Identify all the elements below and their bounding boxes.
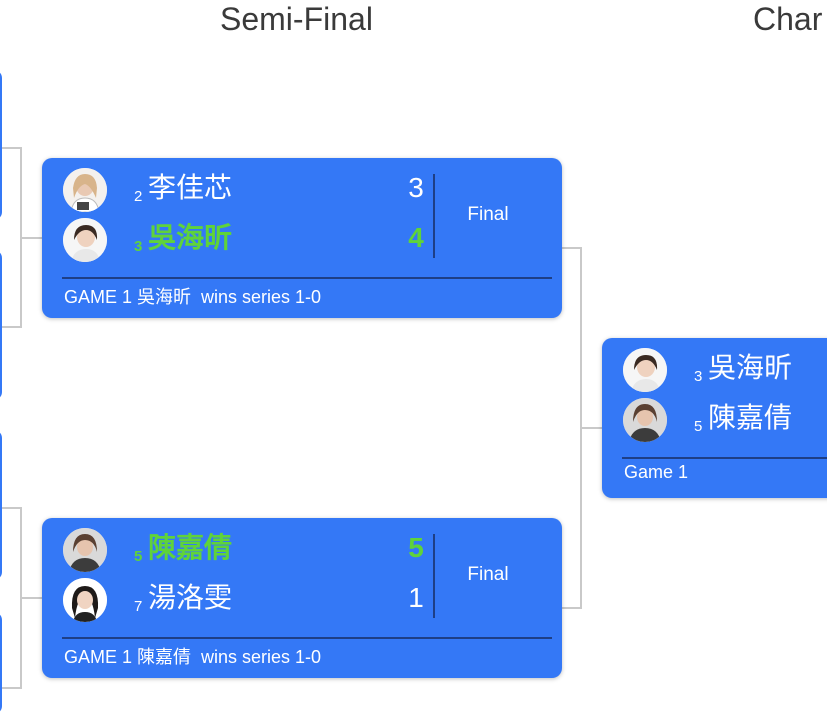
player-score: 4 — [408, 222, 424, 253]
player-seed: 3 — [694, 368, 703, 385]
player-name: 陳嘉倩 — [148, 531, 233, 564]
player-row-winner: 5 陳嘉倩 5 — [42, 526, 562, 574]
bracket-connector — [562, 247, 582, 249]
player-seed: 3 — [134, 238, 143, 255]
player-avatar — [63, 218, 107, 262]
match-footer: GAME 1 陳嘉倩 wins series 1-0 — [64, 647, 322, 667]
bracket-connector — [20, 237, 42, 239]
player-avatar — [623, 348, 667, 392]
previous-match-card[interactable] — [0, 612, 2, 714]
player-avatar — [63, 168, 107, 212]
player-row: 2 李佳芯 3 — [42, 166, 562, 214]
player-name: 李佳芯 — [148, 171, 233, 204]
player-seed: 5 — [134, 548, 143, 565]
match-round-label: Final — [467, 204, 509, 225]
semi-final-match-1[interactable]: 2 李佳芯 3 3 吳海昕 4 Final GAME 1 吳海昕 wins se… — [42, 158, 562, 318]
footer-divider — [62, 637, 552, 639]
score-divider — [433, 534, 435, 618]
match-round-label: Final — [467, 564, 509, 585]
player-score: 3 — [408, 172, 424, 203]
player-score: 5 — [408, 532, 424, 563]
bracket-connector — [580, 427, 602, 429]
player-avatar — [63, 528, 107, 572]
champion-title: Char — [753, 1, 823, 37]
footer-divider — [622, 457, 827, 459]
player-seed: 2 — [134, 188, 143, 205]
previous-match-card[interactable] — [0, 250, 2, 400]
champion-match[interactable]: 3 吳海昕 5 陳嘉倩 Game 1 — [602, 338, 827, 498]
player-avatar — [63, 578, 107, 622]
match-footer: GAME 1 吳海昕 wins series 1-0 — [64, 287, 322, 307]
player-name: 吳海昕 — [148, 221, 233, 254]
player-name: 陳嘉倩 — [708, 401, 793, 434]
player-score: 1 — [408, 582, 424, 613]
player-row: 7 湯洛雯 1 — [42, 576, 562, 624]
player-row: 3 吳海昕 — [602, 346, 827, 394]
bracket-connector — [2, 147, 22, 149]
player-seed: 5 — [694, 418, 703, 435]
bracket-connector — [2, 507, 22, 509]
match-footer: Game 1 — [624, 462, 689, 482]
player-seed: 7 — [134, 598, 143, 615]
bracket-connector — [20, 597, 42, 599]
previous-match-card[interactable] — [0, 70, 2, 220]
previous-match-card[interactable] — [0, 430, 2, 580]
player-name: 湯洛雯 — [148, 581, 233, 614]
score-divider — [433, 174, 435, 258]
player-avatar — [623, 398, 667, 442]
bracket-connector — [2, 326, 22, 328]
semi-final-match-2[interactable]: 5 陳嘉倩 5 7 湯洛雯 1 Final GAME 1 陳嘉倩 wins se… — [42, 518, 562, 678]
bracket-connector — [562, 607, 582, 609]
player-name: 吳海昕 — [708, 351, 793, 384]
player-row-winner: 3 吳海昕 4 — [42, 216, 562, 264]
bracket-connector — [2, 687, 22, 689]
player-row: 5 陳嘉倩 — [602, 396, 827, 444]
semi-final-title: Semi-Final — [220, 1, 373, 37]
footer-divider — [62, 277, 552, 279]
